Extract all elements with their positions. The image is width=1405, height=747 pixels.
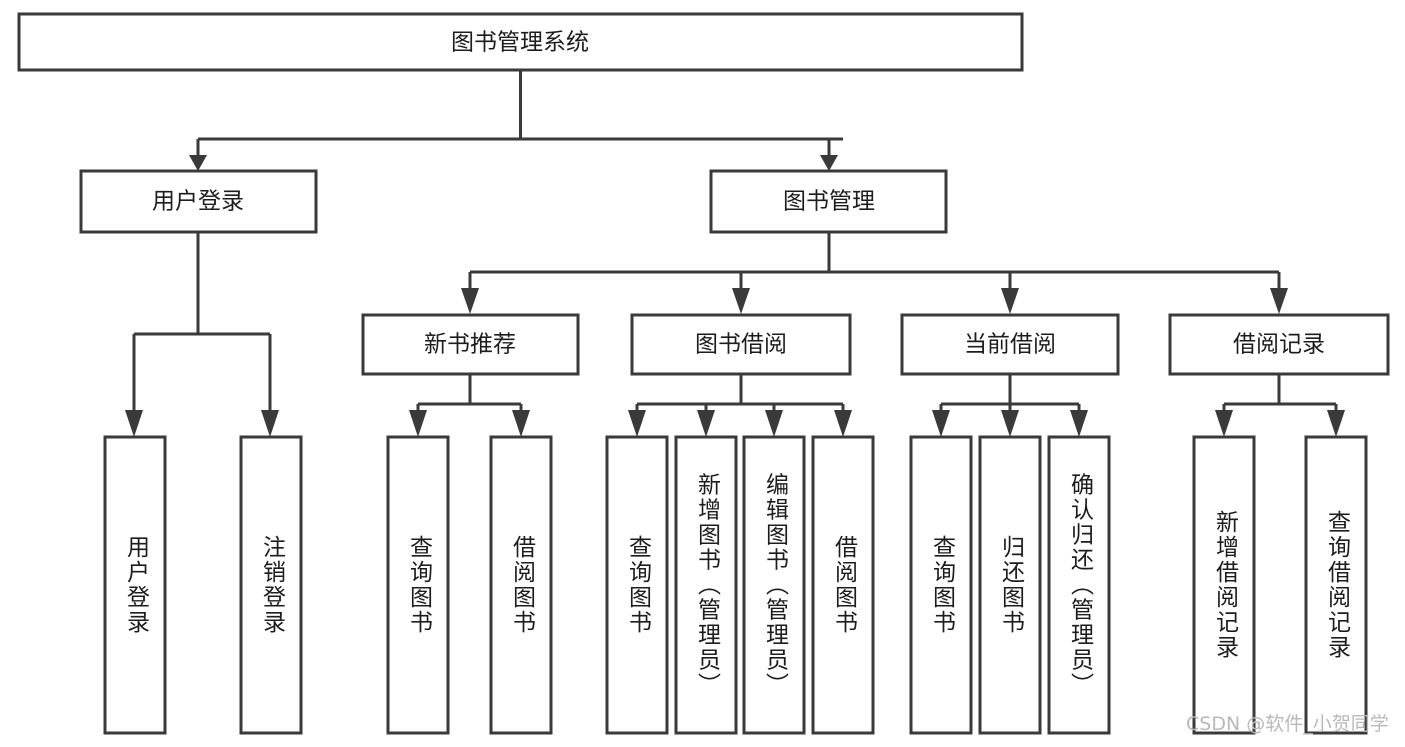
leaf-record-add[interactable]: 新增借阅记录 [1192,435,1256,735]
node-root-label: 图书管理系统 [451,30,589,56]
leaf-newbook-borrow-label: 借阅图书 [509,535,537,635]
arrowhead-newbook-leaf-1 [409,410,427,437]
arrowhead-book-borrow [732,288,750,314]
node-root-box[interactable] [17,12,1024,72]
connector-layer [125,70,1345,437]
leaf-user-login-logout-box[interactable] [239,435,303,735]
arrowhead-leaf-logout [261,410,279,437]
leaf-newbook-query-label: 查询图书 [406,535,434,635]
arrowhead-borrow-leaf-4 [834,410,852,437]
node-user-login-box[interactable] [79,169,318,234]
arrowhead-user-login [189,155,207,171]
arrowhead-borrow-record [1270,288,1288,314]
node-book-borrow-box[interactable] [630,313,852,376]
leaf-current-return-box[interactable] [978,435,1042,735]
node-borrow-record-label: 借阅记录 [1233,332,1325,358]
node-user-login-label: 用户登录 [152,189,244,215]
arrowhead-record-leaf-1 [1215,410,1233,437]
node-book-management[interactable]: 图书管理 [709,169,948,234]
arrowhead-book-mgmt [820,155,838,171]
leaf-user-login-logout[interactable]: 注销登录 [239,435,303,735]
node-user-login[interactable]: 用户登录 [79,169,318,234]
leaf-user-login-login-label: 用户登录 [123,535,151,635]
leaf-newbook-borrow[interactable]: 借阅图书 [489,435,553,735]
node-borrow-record-box[interactable] [1168,313,1390,376]
leaf-borrow-query-box[interactable] [605,435,669,735]
node-new-book-recommend[interactable]: 新书推荐 [361,313,580,376]
arrowhead-current-borrow [1001,288,1019,314]
leaf-record-query-box[interactable] [1304,435,1368,735]
leaf-borrow-edit-label: 编辑图书（管理员） [762,473,790,698]
leaf-user-login-logout-label: 注销登录 [259,535,287,635]
leaf-record-query-label: 查询借阅记录 [1324,510,1352,660]
arrowhead-borrow-leaf-3 [765,410,783,437]
arrowhead-record-leaf-2 [1327,410,1345,437]
node-current-borrow-label: 当前借阅 [964,332,1056,358]
leaf-borrow-query-label: 查询图书 [625,535,653,635]
node-current-borrow[interactable]: 当前借阅 [900,313,1120,376]
leaf-borrow-add-label: 新增图书（管理员） [694,473,722,698]
node-book-borrow-label: 图书借阅 [695,332,787,358]
arrowhead-current-leaf-2 [1001,410,1019,437]
node-current-borrow-box[interactable] [900,313,1120,376]
leaf-newbook-borrow-box[interactable] [489,435,553,735]
leaf-current-query[interactable]: 查询图书 [909,435,973,735]
leaf-newbook-query-box[interactable] [386,435,450,735]
node-book-management-box[interactable] [709,169,948,234]
node-book-management-label: 图书管理 [783,189,875,215]
leaf-borrow-edit-box[interactable] [742,435,806,735]
arrowhead-borrow-leaf-1 [628,410,646,437]
leaf-borrow-borrow-label: 借阅图书 [831,535,859,635]
leaf-current-confirm-return-box[interactable] [1047,435,1111,735]
node-root[interactable]: 图书管理系统 [17,12,1024,72]
leaf-borrow-add[interactable]: 新增图书（管理员） [674,435,738,735]
leaf-borrow-query[interactable]: 查询图书 [605,435,669,735]
arrowhead-current-leaf-3 [1070,410,1088,437]
arrowhead-leaf-user-login [125,410,143,437]
leaf-user-login-login[interactable]: 用户登录 [103,435,167,735]
leaf-record-add-box[interactable] [1192,435,1256,735]
node-new-book-recommend-label: 新书推荐 [424,332,516,358]
leaf-newbook-query[interactable]: 查询图书 [386,435,450,735]
node-book-borrow[interactable]: 图书借阅 [630,313,852,376]
leaf-user-login-login-box[interactable] [103,435,167,735]
leaf-current-return-label: 归还图书 [998,535,1026,635]
arrowhead-new-book [461,288,479,314]
leaf-borrow-edit[interactable]: 编辑图书（管理员） [742,435,806,735]
arrowhead-borrow-leaf-2 [697,410,715,437]
arrowhead-newbook-leaf-2 [512,410,530,437]
leaf-current-query-box[interactable] [909,435,973,735]
node-borrow-record[interactable]: 借阅记录 [1168,313,1390,376]
leaf-current-query-label: 查询图书 [929,535,957,635]
arrowhead-current-leaf-1 [932,410,950,437]
leaf-borrow-borrow-box[interactable] [811,435,875,735]
node-new-book-recommend-box[interactable] [361,313,580,376]
leaf-borrow-borrow[interactable]: 借阅图书 [811,435,875,735]
leaf-current-return[interactable]: 归还图书 [978,435,1042,735]
leaf-current-confirm-return-label: 确认归还（管理员） [1067,473,1095,698]
leaf-borrow-add-box[interactable] [674,435,738,735]
leaf-record-query[interactable]: 查询借阅记录 [1304,435,1368,735]
leaf-current-confirm-return[interactable]: 确认归还（管理员） [1047,435,1111,735]
leaf-record-add-label: 新增借阅记录 [1212,510,1240,660]
